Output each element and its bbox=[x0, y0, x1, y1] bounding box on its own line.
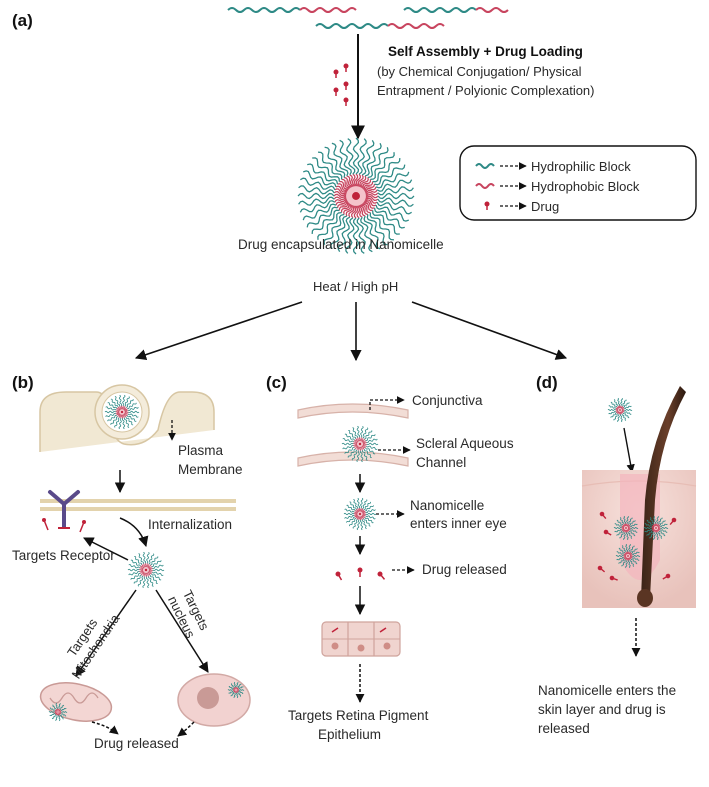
drug-pin-icon bbox=[484, 201, 490, 210]
scleral-label-2: Channel bbox=[416, 455, 466, 470]
d-entry-arrow bbox=[623, 427, 635, 473]
trigger-label: Heat / High pH bbox=[313, 279, 398, 294]
nanomicelle-inner-eye bbox=[343, 497, 377, 531]
skin-drug-icons bbox=[597, 511, 677, 581]
step-detail-line-2: Entrapment / Polyionic Complexation) bbox=[377, 83, 595, 98]
conjunctiva-pointer bbox=[369, 396, 405, 410]
nanomicelle-large bbox=[297, 137, 415, 255]
nucleus-cell-icon bbox=[177, 673, 251, 727]
legend: Hydrophilic Block Hydrophobic Block Drug bbox=[459, 145, 697, 221]
d-caption-1: Nanomicelle enters the bbox=[538, 683, 676, 698]
nanomicelle-vesicle bbox=[104, 394, 140, 430]
eye-layers bbox=[297, 403, 409, 467]
nanomicelle-mitochondria bbox=[48, 702, 68, 722]
released-drug-icons bbox=[335, 567, 386, 581]
nanomicelle-follicle-1 bbox=[613, 515, 639, 541]
c-drug-released-label: Drug released bbox=[422, 562, 507, 577]
enters-label-2: enters inner eye bbox=[410, 516, 507, 531]
mitochondria-arrow bbox=[75, 589, 137, 677]
panel-a-label: (a) bbox=[12, 11, 33, 30]
branch-arrow-left bbox=[134, 301, 303, 361]
scleral-label-1: Scleral Aqueous bbox=[416, 436, 514, 451]
plasma-label-1: Plasma bbox=[178, 443, 224, 458]
pink-wave-icon bbox=[475, 183, 495, 189]
nanomicelle-follicle-3 bbox=[615, 543, 641, 569]
d-caption-2: skin layer and drug is bbox=[538, 702, 666, 717]
panel-d-label: (d) bbox=[536, 373, 558, 392]
b-drug-released-label: Drug released bbox=[94, 736, 179, 751]
mito-release-arrow bbox=[91, 721, 119, 735]
nanomicelle-scleral bbox=[341, 425, 379, 463]
enters-label-1: Nanomicelle bbox=[410, 498, 484, 513]
internalization-label: Internalization bbox=[148, 517, 232, 532]
panel-c-label: (c) bbox=[266, 373, 287, 392]
legend-hydrophobic: Hydrophobic Block bbox=[531, 179, 640, 194]
polymer-chains bbox=[227, 7, 509, 29]
micelle-caption: Drug encapsulated in Nanomicelle bbox=[238, 237, 444, 252]
teal-wave-icon bbox=[475, 163, 495, 169]
step-detail-line-1: (by Chemical Conjugation/ Physical bbox=[377, 64, 582, 79]
panel-b-label: (b) bbox=[12, 373, 34, 392]
plasma-membrane-band bbox=[40, 499, 236, 511]
plasma-label-2: Membrane bbox=[178, 462, 243, 477]
nucleus-label: Targets nucleus bbox=[165, 588, 212, 641]
nanomicelle-nucleus bbox=[227, 681, 245, 699]
branch-arrow-right bbox=[411, 301, 568, 360]
receptor-icon bbox=[42, 490, 86, 533]
conjunctiva-label: Conjunctiva bbox=[412, 393, 483, 408]
free-drug-icons bbox=[333, 63, 349, 106]
step-title: Self Assembly + Drug Loading bbox=[388, 44, 583, 59]
nucleus-arrow bbox=[155, 589, 209, 673]
mitochondrion-icon bbox=[39, 682, 113, 722]
d-caption-3: released bbox=[538, 721, 590, 736]
mitochondria-label: Targets Mitochondria bbox=[64, 611, 123, 682]
nanomicelle-follicle-2 bbox=[643, 515, 669, 541]
skin-hair-follicle bbox=[581, 386, 697, 608]
retina-label-2: Epithelium bbox=[318, 727, 381, 742]
nanomicelle-cytoplasm bbox=[127, 551, 165, 589]
nanomicelle-skin bbox=[607, 397, 633, 423]
legend-hydrophilic: Hydrophilic Block bbox=[531, 159, 631, 174]
targets-receptor-label: Targets Receptor bbox=[12, 548, 115, 563]
retina-cells-icon bbox=[321, 621, 401, 657]
retina-label-1: Targets Retina Pigment bbox=[288, 708, 429, 723]
legend-drug: Drug bbox=[531, 199, 559, 214]
nucleus-release-arrow bbox=[177, 721, 195, 737]
internalization-arrow bbox=[119, 517, 149, 548]
receptor-arrow bbox=[83, 537, 129, 561]
